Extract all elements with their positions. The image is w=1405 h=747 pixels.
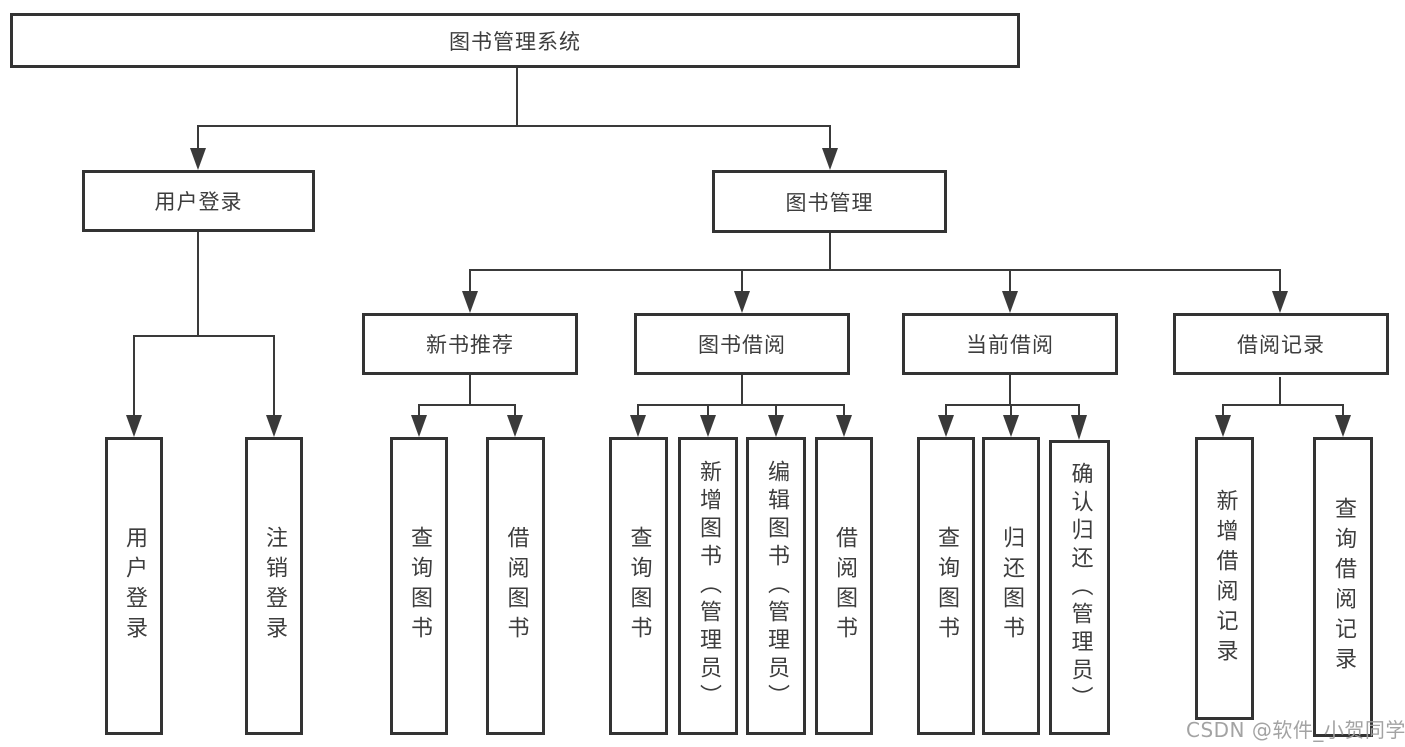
leaf-current-return-books-label: 归还图书: [999, 526, 1024, 646]
leaf-recommend-query-books: 查询图书: [390, 437, 448, 735]
node-new-book-recommendation: 新书推荐: [362, 313, 578, 375]
leaf-borrow-add-books-admin-label: 新增图书（管理员）: [696, 460, 721, 712]
leaf-records-add-borrow-record: 新增借阅记录: [1195, 437, 1254, 720]
leaf-borrow-add-books-admin: 新增图书（管理员）: [678, 437, 738, 735]
leaf-recommend-borrow-books-label: 借阅图书: [503, 526, 529, 646]
leaf-records-query-borrow-record-label: 查询借阅记录: [1331, 497, 1356, 677]
leaf-current-query-books: 查询图书: [917, 437, 975, 735]
leaf-current-confirm-return-admin: 确认归还（管理员）: [1049, 440, 1110, 735]
leaf-logout-label: 注销登录: [262, 526, 287, 646]
leaf-borrow-edit-books-admin: 编辑图书（管理员）: [746, 437, 806, 735]
node-book-management: 图书管理: [712, 170, 947, 233]
leaf-borrow-query-books-label: 查询图书: [626, 526, 652, 646]
node-current-borrowing: 当前借阅: [902, 313, 1118, 375]
node-library-management-system: 图书管理系统: [10, 13, 1020, 68]
leaf-logout: 注销登录: [245, 437, 303, 735]
leaf-borrow-query-books: 查询图书: [609, 437, 668, 735]
leaf-current-return-books: 归还图书: [982, 437, 1040, 735]
node-book-borrowing: 图书借阅: [634, 313, 850, 375]
leaf-borrow-borrow-books: 借阅图书: [815, 437, 873, 735]
leaf-user-login-label: 用户登录: [122, 526, 147, 646]
leaf-current-confirm-return-admin-label: 确认归还（管理员）: [1067, 461, 1093, 714]
leaf-records-add-borrow-record-label: 新增借阅记录: [1212, 488, 1238, 669]
csdn-watermark: CSDN @软件_小贺同学: [1186, 718, 1405, 742]
leaf-recommend-borrow-books: 借阅图书: [486, 437, 545, 735]
leaf-borrow-borrow-books-label: 借阅图书: [832, 526, 857, 646]
leaf-recommend-query-books-label: 查询图书: [407, 526, 432, 646]
node-borrowing-records: 借阅记录: [1173, 313, 1389, 375]
leaf-current-query-books-label: 查询图书: [934, 526, 959, 646]
leaf-borrow-edit-books-admin-label: 编辑图书（管理员）: [764, 460, 789, 712]
node-user-login: 用户登录: [82, 170, 315, 232]
leaf-user-login: 用户登录: [105, 437, 163, 735]
leaf-records-query-borrow-record: 查询借阅记录: [1313, 437, 1373, 737]
